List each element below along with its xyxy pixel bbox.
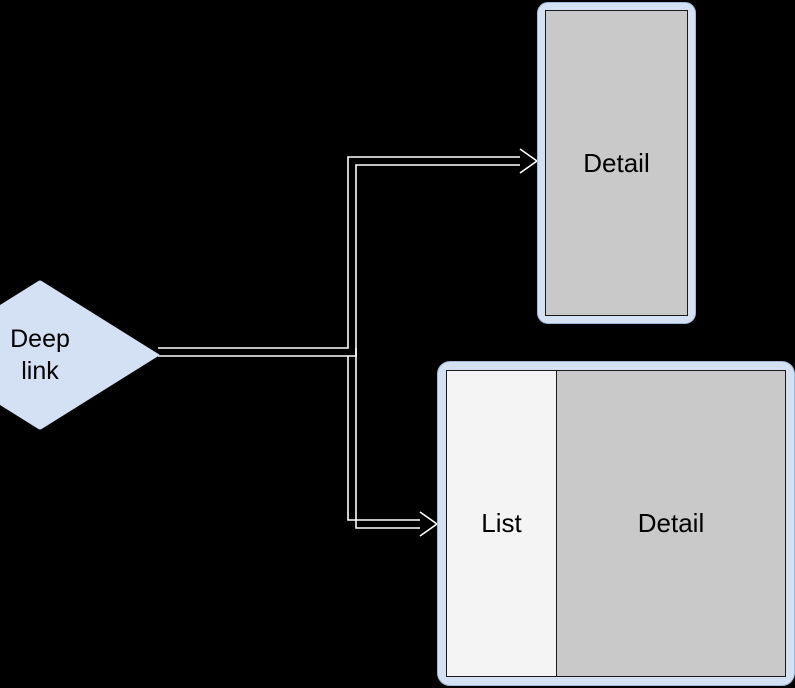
phone-screen: Detail: [545, 10, 688, 316]
diamond-shape-icon: [0, 280, 160, 430]
device-phone-detail[interactable]: Detail: [537, 2, 696, 324]
tablet-pane-list[interactable]: List: [447, 371, 557, 676]
phone-pane-detail[interactable]: Detail: [546, 11, 687, 315]
edge-to-tablet-outline: [347, 356, 420, 521]
arrowhead-tablet-icon: [419, 511, 439, 537]
tablet-screen: List Detail: [446, 370, 786, 677]
node-deep-link[interactable]: Deep link: [0, 280, 160, 430]
device-tablet-list-detail[interactable]: List Detail: [437, 361, 795, 686]
arrowhead-phone-icon: [519, 148, 539, 174]
edge-to-phone-outline: [158, 156, 520, 349]
edge-to-phone-outline-inner: [158, 164, 520, 357]
edge-to-tablet-outline-inner: [355, 348, 420, 529]
tablet-pane-detail[interactable]: Detail: [557, 371, 785, 676]
